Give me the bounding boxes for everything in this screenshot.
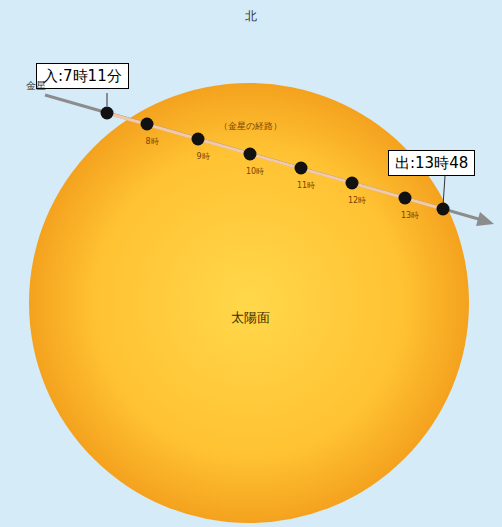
venus-path xyxy=(45,95,482,220)
hour-label: 12時 xyxy=(348,195,366,206)
path-label: （金星の経路） xyxy=(219,120,282,133)
path-arrowhead xyxy=(476,212,494,226)
leader-line xyxy=(443,176,445,206)
sun-surface-label: 太陽面 xyxy=(231,309,270,327)
time-callout-box: 出:13時48 xyxy=(388,150,475,176)
hour-label: 13時 xyxy=(401,210,419,221)
compass-label: 北 xyxy=(245,8,257,25)
sun-disk xyxy=(29,83,469,523)
time-callout: 入:7時11分 xyxy=(43,67,122,85)
time-callout-box: 入:7時11分 xyxy=(36,63,129,89)
planet-label: 金星 xyxy=(26,79,46,93)
hour-label: 8時 xyxy=(145,136,158,147)
hour-label: 11時 xyxy=(297,180,315,191)
hour-label: 9時 xyxy=(196,151,209,162)
time-callout: 出:13時48 xyxy=(395,154,468,172)
leader-line xyxy=(107,93,108,106)
hour-label: 10時 xyxy=(246,166,264,177)
